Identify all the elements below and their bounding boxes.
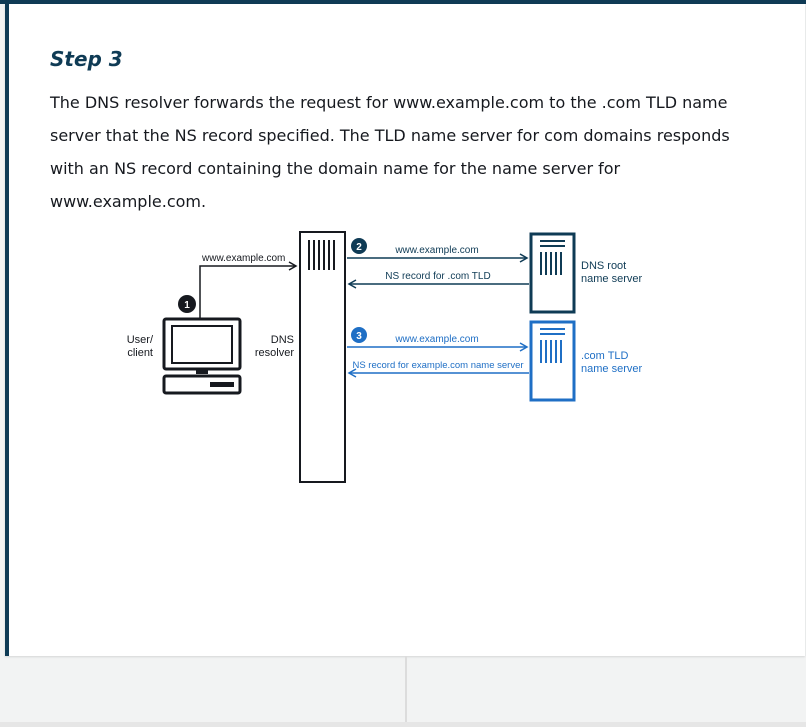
- computer-icon: [162, 317, 242, 395]
- bottom-edge: [0, 722, 806, 727]
- dns-diagram: User/ client 1 www.example.com DNS resol…: [127, 231, 642, 483]
- step-card: [5, 4, 805, 656]
- step-1-badge: 1: [178, 295, 196, 313]
- step-description: The DNS resolver forwards the request fo…: [50, 93, 730, 211]
- root-request-label: www.example.com: [394, 245, 478, 256]
- step-3-badge: 3: [351, 327, 367, 343]
- tld-server-label: .com TLD: [581, 350, 629, 362]
- root-server-label: DNS root: [581, 260, 626, 272]
- client-label: User/: [127, 334, 154, 346]
- svg-text:2: 2: [356, 242, 362, 253]
- tld-server-icon: [529, 320, 576, 402]
- dns-root-server-icon: [529, 232, 576, 314]
- root-response-label: NS record for .com TLD: [385, 271, 490, 282]
- tld-server-label: name server: [581, 363, 642, 375]
- root-server-label: name server: [581, 273, 642, 285]
- svg-text:1: 1: [184, 300, 190, 311]
- svg-text:3: 3: [356, 331, 362, 342]
- step-title: Step 3: [50, 47, 123, 71]
- dns-resolver-server-icon: [299, 231, 346, 483]
- client-request-arrow: [199, 261, 298, 318]
- column-divider: [405, 656, 407, 727]
- tld-request-label: www.example.com: [394, 334, 478, 345]
- tld-response-label: NS record for example.com name server: [352, 360, 523, 371]
- top-border: [0, 0, 806, 4]
- resolver-label: resolver: [255, 347, 294, 359]
- resolver-label: DNS: [271, 334, 294, 346]
- client-request-label: www.example.com: [201, 253, 285, 264]
- client-label: client: [127, 347, 153, 359]
- step-2-badge: 2: [351, 238, 367, 254]
